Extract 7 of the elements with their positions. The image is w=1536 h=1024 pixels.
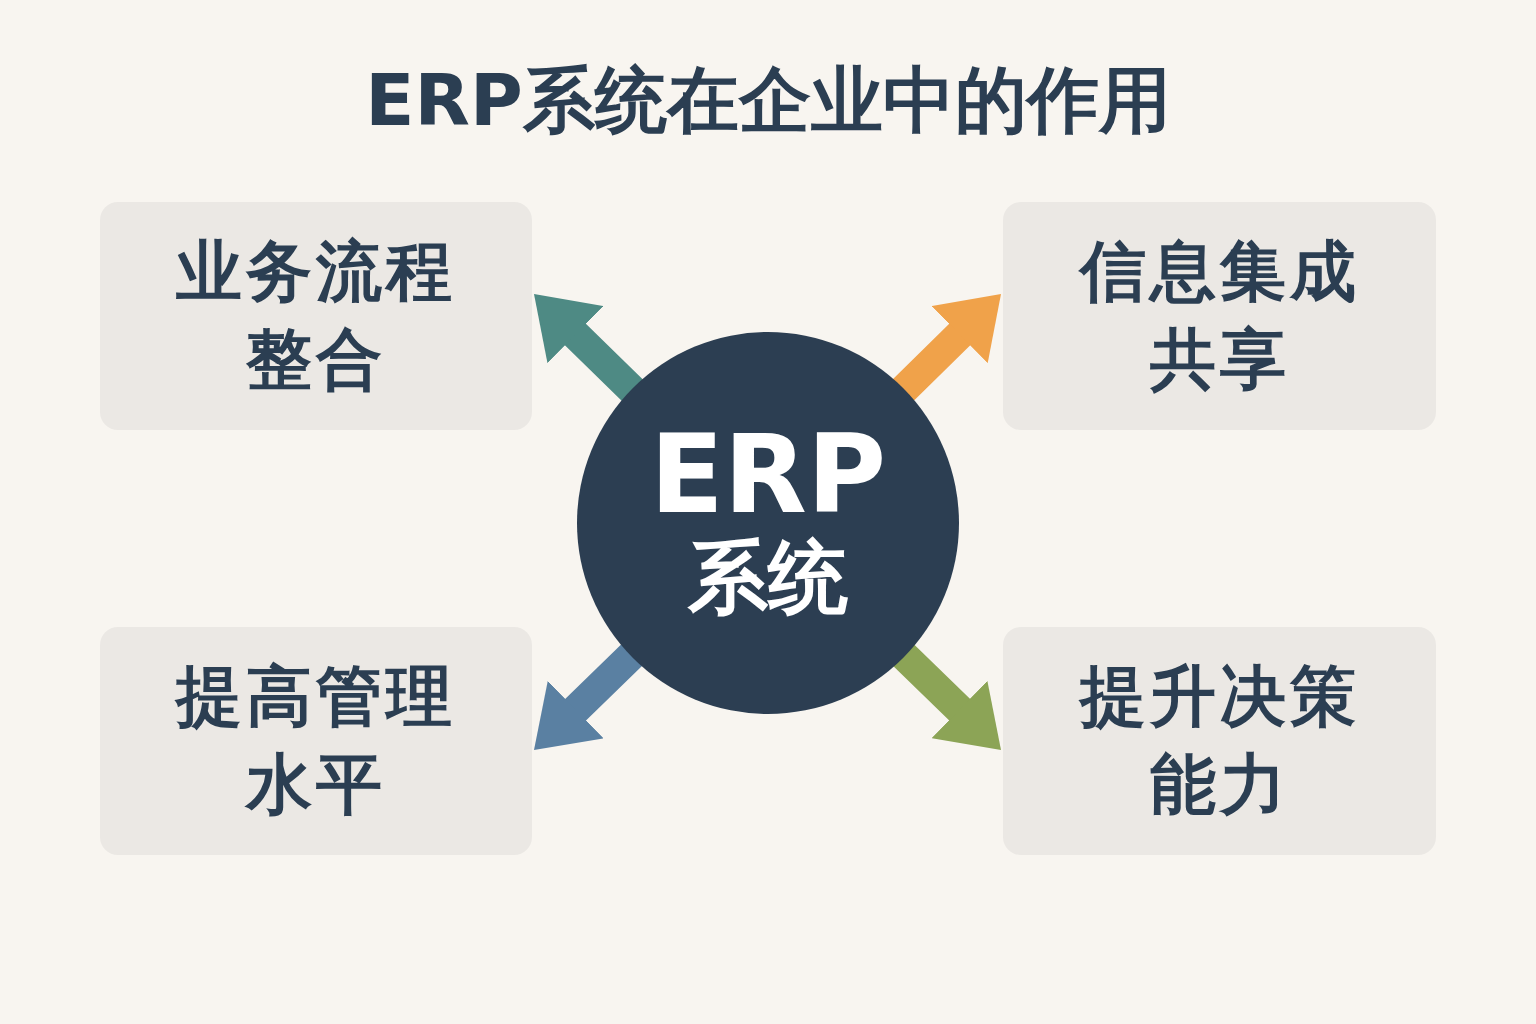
- topic-text: 提高管理水平: [173, 657, 457, 825]
- topic-text: 信息集成共享: [1077, 232, 1361, 400]
- topic-text: 提升决策能力: [1077, 657, 1361, 825]
- title: ERP系统在企业中的作用: [364, 57, 1172, 144]
- hub-subtitle: 系统: [688, 530, 848, 626]
- topic-text: 业务流程整合: [175, 232, 457, 400]
- hub-title: ERP: [649, 420, 887, 530]
